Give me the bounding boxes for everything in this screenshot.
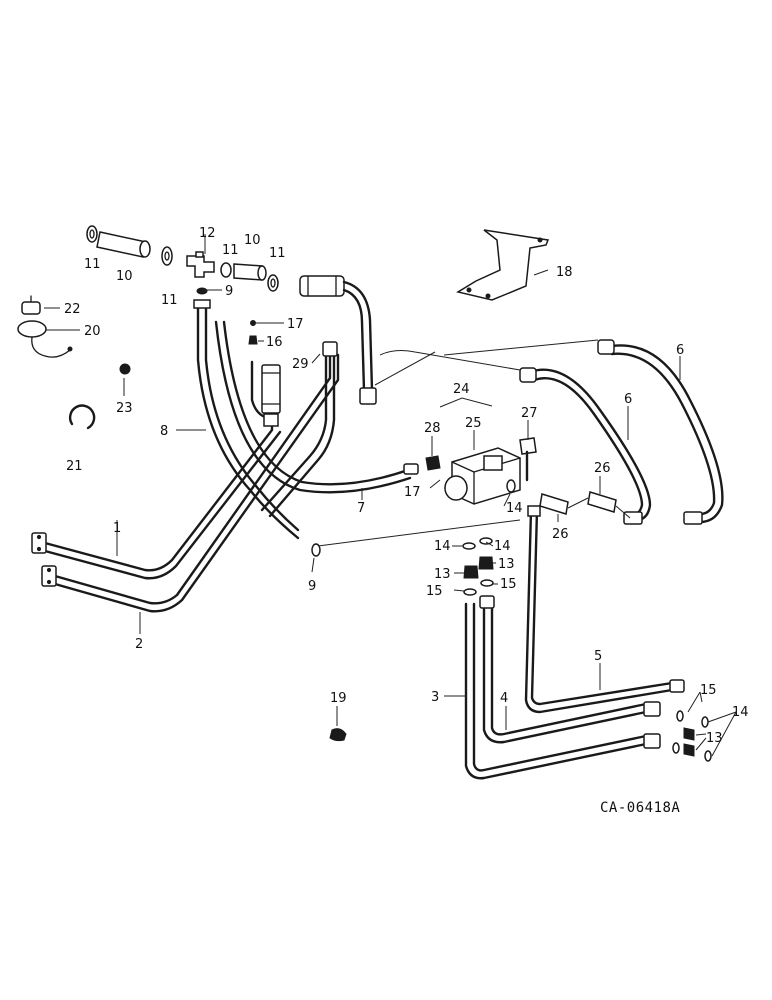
callout-5: 5 <box>594 649 602 664</box>
connectors-26 <box>539 491 631 519</box>
callout-7: 7 <box>357 501 365 516</box>
callout-10b: 10 <box>244 233 261 248</box>
tee-fitting-12 <box>186 251 215 278</box>
snap-ring-21 <box>68 404 96 430</box>
o-ring-9-lower <box>311 543 321 557</box>
seals-lower-right <box>672 710 712 762</box>
callout-17a: 17 <box>287 317 304 332</box>
callout-14a: 14 <box>506 501 523 516</box>
callout-labels: 1 2 3 4 5 6 6 7 8 9 9 10 10 11 11 11 11 … <box>64 226 749 746</box>
callout-26a: 26 <box>594 461 611 476</box>
callout-12: 12 <box>199 226 216 241</box>
fitting-27 <box>519 437 537 482</box>
gauge-20 <box>17 320 73 358</box>
leader-lines <box>44 234 737 757</box>
nut-11-mid <box>161 246 173 266</box>
callout-29: 29 <box>292 357 309 372</box>
callout-15b: 15 <box>426 584 443 599</box>
callout-11b: 11 <box>161 293 178 308</box>
bracket-18 <box>456 229 550 301</box>
o-ring-9-top <box>196 287 208 295</box>
callout-13a: 13 <box>434 567 451 582</box>
callout-14b: 14 <box>434 539 451 554</box>
switch-22 <box>21 295 41 315</box>
fitting-16 <box>248 335 258 345</box>
o-ring-14-valve <box>506 479 516 493</box>
callout-13c: 13 <box>706 731 723 746</box>
callout-18: 18 <box>556 265 573 280</box>
callout-8: 8 <box>160 424 168 439</box>
callout-15c: 15 <box>700 683 717 698</box>
nut-11-right-a <box>220 262 232 278</box>
callout-15a: 15 <box>500 577 517 592</box>
pipe-2 <box>53 353 340 613</box>
tube-10-left <box>96 231 151 258</box>
drawing-code: CA-06418A <box>600 800 680 816</box>
callout-6a: 6 <box>676 343 684 358</box>
callout-20: 20 <box>84 324 101 339</box>
nut-11-left <box>86 225 98 243</box>
fitting-28 <box>425 455 441 471</box>
callout-28: 28 <box>424 421 441 436</box>
seals-valve-left <box>462 542 479 596</box>
flange-2 <box>41 565 57 587</box>
nut-23 <box>119 363 131 375</box>
pipe-1 <box>43 413 282 580</box>
callout-22: 22 <box>64 302 81 317</box>
callout-17b: 17 <box>404 485 421 500</box>
routing-lines <box>317 339 599 547</box>
line-3 <box>464 602 661 780</box>
line-5 <box>524 505 685 714</box>
callout-21: 21 <box>66 459 83 474</box>
line-6-inner <box>519 367 652 525</box>
callout-11c: 11 <box>222 243 239 258</box>
callout-14d: 14 <box>732 705 749 720</box>
callout-23: 23 <box>116 401 133 416</box>
valve-25 <box>444 447 521 505</box>
callout-6b: 6 <box>624 392 632 407</box>
callout-26b: 26 <box>552 527 569 542</box>
o-ring-17-top <box>250 320 256 326</box>
line-4 <box>479 595 661 744</box>
callout-10a: 10 <box>116 269 133 284</box>
hose-upper-right <box>299 275 377 405</box>
callout-9a: 9 <box>225 284 233 299</box>
callout-13b: 13 <box>498 557 515 572</box>
callout-4: 4 <box>500 691 508 706</box>
callout-19: 19 <box>330 691 347 706</box>
nut-11-right-b <box>267 274 279 292</box>
callout-25: 25 <box>465 416 482 431</box>
callout-2: 2 <box>135 637 143 652</box>
seals-valve-right <box>478 537 494 587</box>
hose-8 <box>193 299 300 540</box>
line-6-outer <box>597 339 724 525</box>
callout-24: 24 <box>453 382 470 397</box>
filter-16 <box>250 360 281 427</box>
callout-11d: 11 <box>269 246 286 261</box>
callout-27: 27 <box>521 406 538 421</box>
callout-3: 3 <box>431 690 439 705</box>
callout-11a: 11 <box>84 257 101 272</box>
callout-14c: 14 <box>494 539 511 554</box>
tube-10-right <box>233 263 267 281</box>
callout-16: 16 <box>266 335 283 350</box>
callout-9b: 9 <box>308 579 316 594</box>
callout-1: 1 <box>113 521 121 536</box>
clamp-19 <box>329 728 347 742</box>
pipe-29 <box>260 341 338 518</box>
flange-1 <box>31 532 47 554</box>
hose-7 <box>214 320 419 494</box>
